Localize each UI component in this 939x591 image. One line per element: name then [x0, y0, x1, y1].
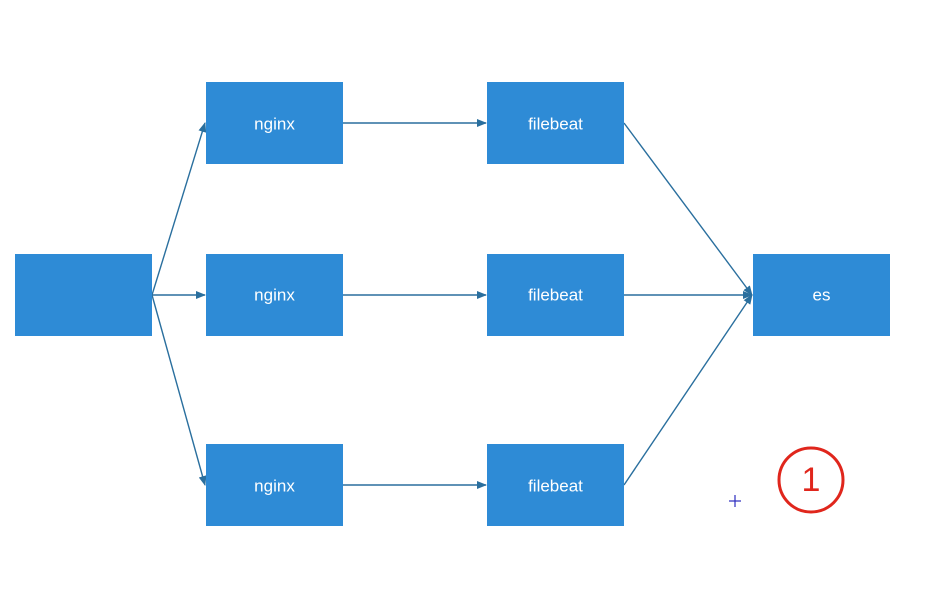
edge-filebeat-1-to-es	[623, 122, 753, 296]
node-filebeat-2-label: filebeat	[528, 286, 583, 305]
node-nginx-2-box	[206, 254, 343, 336]
node-source[interactable]	[15, 254, 152, 336]
node-nginx-2-label: nginx	[254, 286, 295, 305]
edge-filebeat-3-to-es	[623, 294, 753, 486]
step-badge-circle	[777, 446, 845, 514]
edge-source-to-nginx-3	[151, 294, 207, 486]
node-filebeat-2[interactable]: filebeat	[487, 254, 624, 336]
node-nginx-1-label: nginx	[254, 115, 295, 134]
node-nginx-2[interactable]: nginx	[206, 254, 343, 336]
edges-layer	[151, 119, 753, 489]
cursor-crosshair-icon	[729, 495, 741, 507]
node-filebeat-3-label: filebeat	[528, 477, 583, 496]
node-nginx-1-box	[206, 82, 343, 164]
node-filebeat-3[interactable]: filebeat	[487, 444, 624, 526]
node-es-label: es	[813, 286, 831, 305]
node-nginx-3-box	[206, 444, 343, 526]
step-badge: 1	[777, 446, 845, 514]
edge-source-to-nginx-1	[151, 122, 207, 296]
node-filebeat-1-box	[487, 82, 624, 164]
node-nginx-3-label: nginx	[254, 477, 295, 496]
node-nginx-1[interactable]: nginx	[206, 82, 343, 164]
node-source-box	[15, 254, 152, 336]
node-nginx-3[interactable]: nginx	[206, 444, 343, 526]
node-es[interactable]: es	[753, 254, 890, 336]
node-filebeat-1-label: filebeat	[528, 115, 583, 134]
node-filebeat-1[interactable]: filebeat	[487, 82, 624, 164]
node-es-box	[753, 254, 890, 336]
node-filebeat-2-box	[487, 254, 624, 336]
node-filebeat-3-box	[487, 444, 624, 526]
step-badge-number: 1	[802, 461, 821, 499]
